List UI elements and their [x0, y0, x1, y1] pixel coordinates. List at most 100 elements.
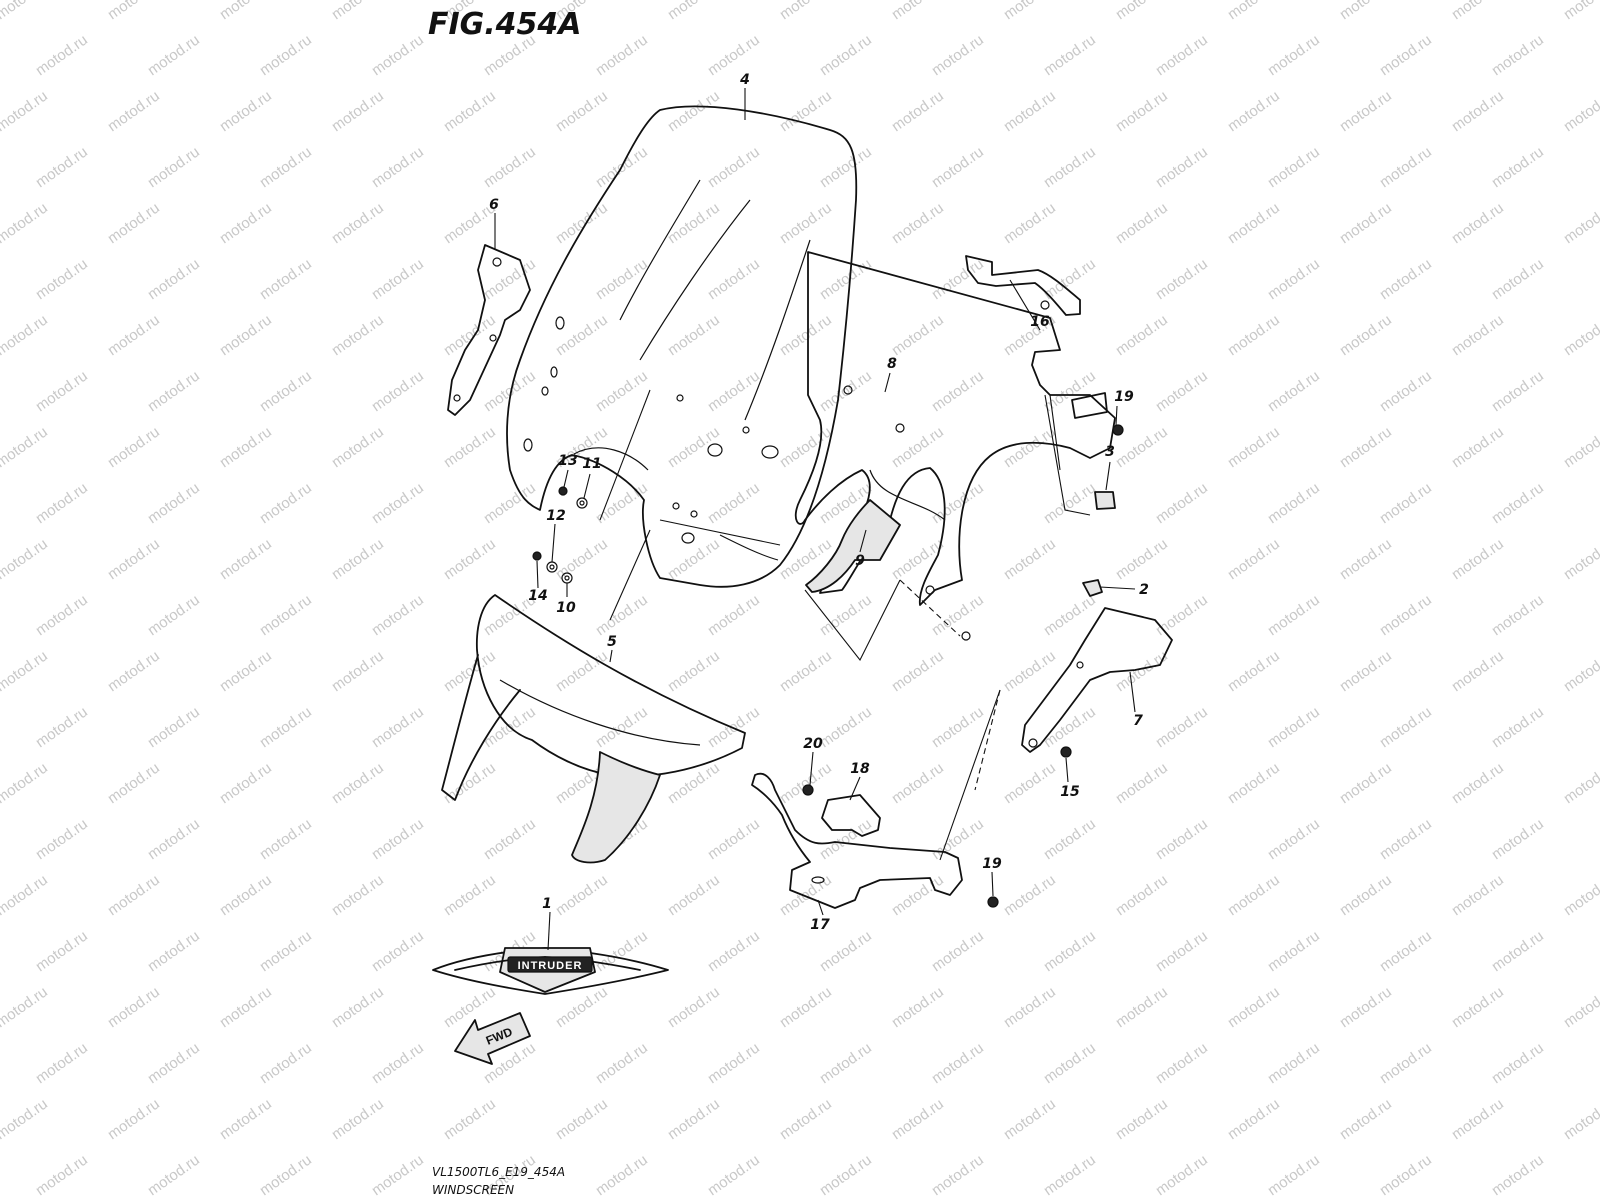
watermark-text: motod.ru: [1041, 1039, 1099, 1087]
watermark-text: motod.ru: [441, 983, 499, 1031]
watermark-text: motod.ru: [1337, 423, 1395, 471]
watermark-text: motod.ru: [369, 143, 427, 191]
watermark-text: motod.ru: [1377, 703, 1435, 751]
watermark-text: motod.ru: [553, 535, 611, 583]
watermark-text: motod.ru: [817, 703, 875, 751]
watermark-text: motod.ru: [33, 143, 91, 191]
watermark-text: motod.ru: [705, 31, 763, 79]
watermark-text: motod.ru: [1041, 479, 1099, 527]
watermark-text: motod.ru: [257, 927, 315, 975]
watermark-text: motod.ru: [1377, 479, 1435, 527]
watermark-text: motod.ru: [329, 1095, 387, 1143]
watermark-text: motod.ru: [777, 423, 835, 471]
watermark-text: motod.ru: [217, 311, 275, 359]
watermark-text: motod.ru: [665, 199, 723, 247]
watermark-text: motod.ru: [0, 423, 51, 471]
right-bracket-part: [1021, 607, 1173, 753]
watermark-text: motod.ru: [1489, 815, 1547, 863]
watermark-text: motod.ru: [1337, 199, 1395, 247]
watermark-text: motod.ru: [1377, 1151, 1435, 1199]
watermark-text: motod.ru: [329, 423, 387, 471]
watermark-text: motod.ru: [1449, 535, 1507, 583]
callout-2: 2: [1139, 582, 1149, 598]
watermark-text: motod.ru: [1041, 367, 1099, 415]
watermark-text: motod.ru: [217, 535, 275, 583]
watermark-text: motod.ru: [441, 535, 499, 583]
watermark-text: motod.ru: [369, 1151, 427, 1199]
callout-6: 6: [489, 197, 499, 213]
watermark-text: motod.ru: [329, 535, 387, 583]
watermark-text: motod.ru: [257, 591, 315, 639]
watermark-text: motod.ru: [441, 871, 499, 919]
watermark-text: motod.ru: [1449, 871, 1507, 919]
watermark-text: motod.ru: [553, 87, 611, 135]
watermark-text: motod.ru: [817, 143, 875, 191]
watermark-text: motod.ru: [1265, 591, 1323, 639]
inner-panel-part: [794, 251, 1116, 641]
lower-cowl-part: [441, 594, 746, 864]
watermark-text: motod.ru: [217, 87, 275, 135]
watermark-text: motod.ru: [1001, 983, 1059, 1031]
watermark-text: motod.ru: [889, 647, 947, 695]
watermark-text: motod.ru: [1041, 703, 1099, 751]
watermark-text: motod.ru: [1449, 983, 1507, 1031]
watermark-text: motod.ru: [705, 255, 763, 303]
watermark-text: motod.ru: [1153, 815, 1211, 863]
left-bracket-part: [447, 244, 531, 416]
watermark-text: motod.ru: [1153, 1151, 1211, 1199]
watermark-text: motod.ru: [705, 927, 763, 975]
watermark-text: motod.ru: [1265, 703, 1323, 751]
callout-5: 5: [607, 634, 617, 650]
watermark-text: motod.ru: [1561, 0, 1600, 23]
watermark-text: motod.ru: [1153, 591, 1211, 639]
watermark-text: motod.ru: [1113, 0, 1171, 23]
watermark-text: motod.ru: [1225, 87, 1283, 135]
watermark-text: motod.ru: [145, 703, 203, 751]
watermark-text: motod.ru: [1265, 255, 1323, 303]
watermark-text: motod.ru: [1265, 367, 1323, 415]
watermark-text: motod.ru: [1449, 87, 1507, 135]
watermark-text: motod.ru: [329, 199, 387, 247]
figure-title: FIG.454A: [428, 7, 582, 42]
watermark-text: motod.ru: [105, 647, 163, 695]
watermark-text: motod.ru: [929, 1039, 987, 1087]
watermark-text: motod.ru: [1449, 0, 1507, 23]
lower-stay-part: [751, 772, 963, 909]
watermark-text: motod.ru: [1449, 423, 1507, 471]
watermark-text: motod.ru: [105, 0, 163, 23]
watermark-text: motod.ru: [665, 983, 723, 1031]
watermark-text: motod.ru: [257, 367, 315, 415]
watermark-text: motod.ru: [481, 815, 539, 863]
watermark-text: motod.ru: [257, 703, 315, 751]
intruder-emblem: INTRUDER: [432, 947, 669, 995]
callout-19-lower: 19: [982, 856, 1002, 872]
watermark-text: motod.ru: [1225, 0, 1283, 23]
watermark-text: motod.ru: [329, 87, 387, 135]
watermark-text: motod.ru: [33, 1151, 91, 1199]
callout-19-upper: 19: [1114, 389, 1134, 405]
watermark-text: motod.ru: [929, 479, 987, 527]
callout-1: 1: [542, 896, 552, 912]
watermark-text: motod.ru: [145, 815, 203, 863]
watermark-text: motod.ru: [777, 311, 835, 359]
watermark-text: motod.ru: [593, 591, 651, 639]
watermark-text: motod.ru: [0, 311, 51, 359]
watermark-text: motod.ru: [329, 759, 387, 807]
watermark-text: motod.ru: [1561, 199, 1600, 247]
watermark-text: motod.ru: [369, 927, 427, 975]
watermark-text: motod.ru: [777, 759, 835, 807]
watermark-text: motod.ru: [889, 983, 947, 1031]
watermark-text: motod.ru: [1489, 591, 1547, 639]
watermark-text: motod.ru: [889, 759, 947, 807]
watermark-text: motod.ru: [145, 255, 203, 303]
watermark-text: motod.ru: [1377, 367, 1435, 415]
cushions-parts: [1082, 491, 1116, 597]
watermark-text: motod.ru: [257, 479, 315, 527]
watermark-text: motod.ru: [1153, 703, 1211, 751]
callout-12: 12: [546, 508, 565, 524]
watermark-text: motod.ru: [705, 591, 763, 639]
watermark-text: motod.ru: [257, 255, 315, 303]
watermark-text: motod.ru: [369, 1039, 427, 1087]
watermark-text: motod.ru: [817, 1151, 875, 1199]
